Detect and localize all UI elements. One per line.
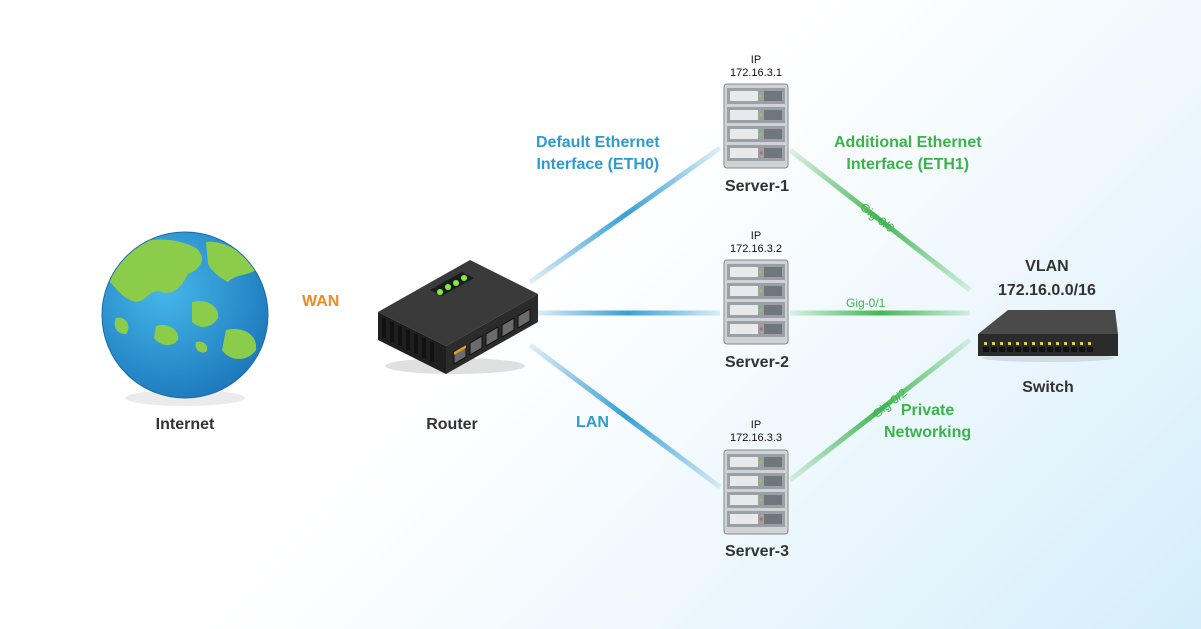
server-3-ip-value: 172.16.3.3 bbox=[730, 432, 782, 444]
lan-link-server-3 bbox=[528, 342, 722, 490]
server-1-ip-caption: IP bbox=[750, 54, 762, 66]
server-2-ip-caption: IP bbox=[750, 230, 762, 242]
server-2-label: Server-2 bbox=[724, 354, 790, 371]
private-networking-label: Private Networking bbox=[884, 400, 971, 444]
private-networking-line2: Networking bbox=[884, 424, 972, 441]
wan-label: WAN bbox=[302, 293, 340, 310]
switch-label: Switch bbox=[1022, 379, 1074, 396]
server-3-label: Server-3 bbox=[724, 543, 790, 560]
router-icon bbox=[378, 260, 538, 374]
eth0-label: Default Ethernet Interface (ETH0) bbox=[536, 132, 660, 176]
server-1-ip-value: 172.16.3.1 bbox=[730, 67, 782, 79]
switch-icon bbox=[978, 310, 1118, 362]
eth1-label-line2: Interface (ETH1) bbox=[846, 156, 970, 173]
lan-link-server-1 bbox=[528, 145, 722, 285]
eth0-label-line2: Interface (ETH0) bbox=[536, 156, 660, 173]
vlan-title: VLAN bbox=[1025, 258, 1069, 275]
private-networking-line1: Private bbox=[900, 402, 955, 419]
server-2-icon bbox=[723, 259, 789, 345]
lan-label: LAN bbox=[576, 414, 609, 431]
server-2-ip-value: 172.16.3.2 bbox=[730, 243, 782, 255]
vlan-subnet: 172.16.0.0/16 bbox=[998, 282, 1096, 299]
server-3-ip-caption: IP bbox=[750, 419, 762, 431]
router-label: Router bbox=[426, 416, 478, 433]
vlan-label: VLAN 172.16.0.0/16 bbox=[998, 256, 1096, 302]
eth1-label: Additional Ethernet Interface (ETH1) bbox=[834, 132, 982, 176]
server-2-ip: IP 172.16.3.2 bbox=[730, 230, 782, 256]
eth1-label-line1: Additional Ethernet bbox=[834, 134, 982, 151]
internet-label: Internet bbox=[155, 416, 215, 433]
private-link-server-3 bbox=[788, 338, 972, 482]
gig-0-1-label: Gig-0/1 bbox=[846, 296, 886, 310]
server-3-ip: IP 172.16.3.3 bbox=[730, 419, 782, 445]
server-3-icon bbox=[723, 449, 789, 535]
server-1-icon bbox=[723, 83, 789, 169]
private-link-server-1 bbox=[788, 148, 972, 292]
globe-icon bbox=[101, 231, 269, 406]
server-1-ip: IP 172.16.3.1 bbox=[730, 54, 782, 80]
eth0-label-line1: Default Ethernet bbox=[536, 134, 660, 151]
server-1-label: Server-1 bbox=[724, 178, 790, 195]
